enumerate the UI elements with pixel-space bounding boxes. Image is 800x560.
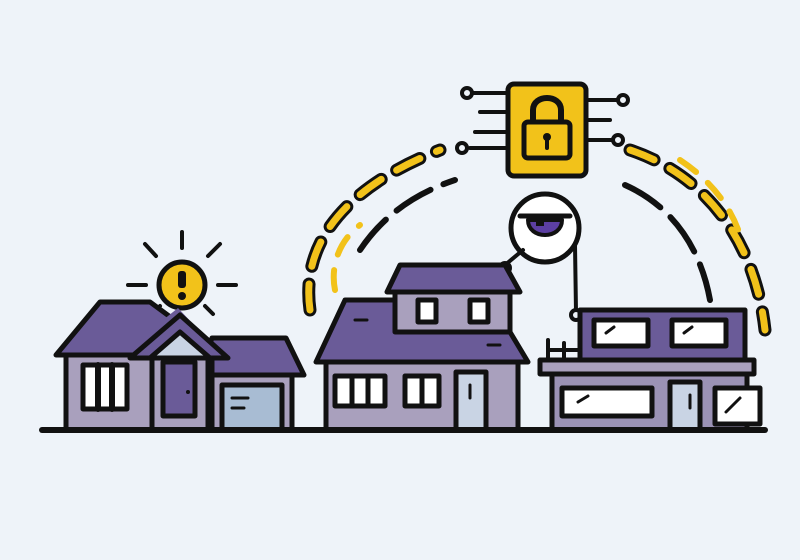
signal-arcs-right bbox=[622, 143, 772, 337]
security-camera-icon bbox=[498, 191, 583, 322]
front-door bbox=[160, 359, 198, 419]
window bbox=[559, 385, 655, 419]
window bbox=[467, 297, 491, 325]
house-left bbox=[53, 299, 307, 433]
signal-arc-left-inner bbox=[357, 177, 458, 253]
window bbox=[332, 373, 388, 409]
signal-arcs-left bbox=[302, 143, 458, 317]
alert-icon bbox=[126, 230, 238, 316]
window bbox=[591, 317, 651, 349]
window bbox=[669, 317, 729, 349]
window bbox=[415, 297, 439, 325]
signal-arc-right-inner bbox=[622, 182, 713, 303]
window bbox=[712, 385, 763, 427]
window bbox=[80, 362, 130, 412]
front-door bbox=[453, 369, 489, 433]
house-center bbox=[313, 262, 531, 433]
front-door bbox=[667, 379, 703, 433]
padlock-chip-icon bbox=[455, 81, 630, 179]
house-right bbox=[537, 307, 763, 433]
